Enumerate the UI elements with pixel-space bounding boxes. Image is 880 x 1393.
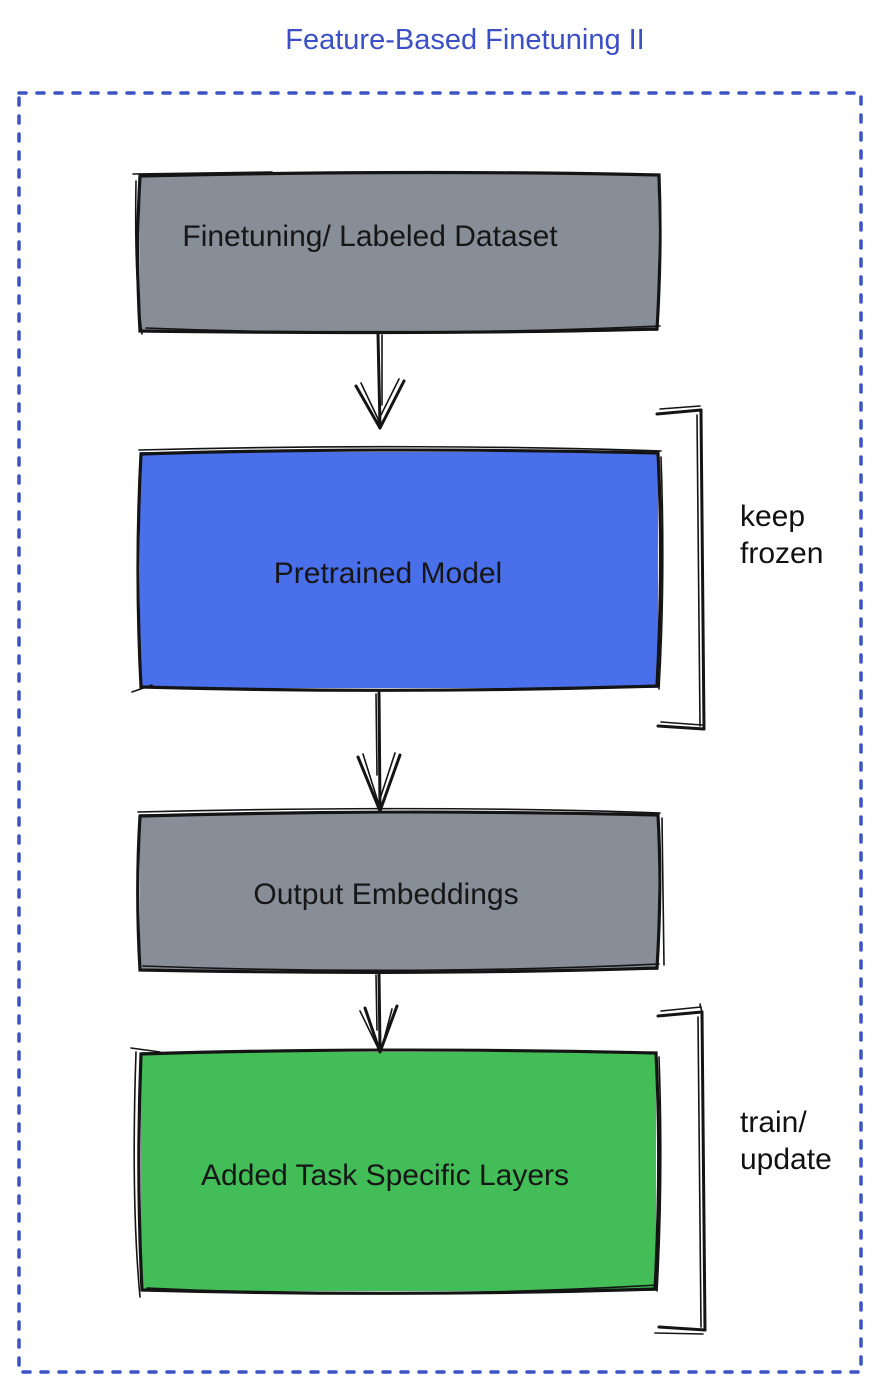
dotted-frame bbox=[17, 91, 863, 1374]
train-update-annotation: train/ update bbox=[740, 1104, 832, 1178]
flow-arrows bbox=[354, 332, 406, 1054]
finetuning-dataset-label: Finetuning/ Labeled Dataset bbox=[182, 220, 558, 253]
pretrained-model-box bbox=[140, 452, 658, 688]
task-specific-layers-label: Added Task Specific Layers bbox=[201, 1159, 569, 1192]
keep-frozen-line-2: frozen bbox=[740, 537, 824, 570]
finetuning-dataset-box bbox=[140, 174, 658, 331]
keep-frozen-bracket bbox=[655, 405, 706, 731]
train-update-line-1: train/ bbox=[740, 1106, 807, 1139]
output-embeddings-label: Output Embeddings bbox=[253, 878, 519, 911]
output-embeddings-box bbox=[140, 814, 658, 970]
task-specific-layers-box bbox=[141, 1052, 656, 1291]
train-update-line-2: update bbox=[740, 1143, 832, 1176]
sketch-outlines bbox=[130, 170, 665, 1298]
train-update-bracket bbox=[654, 1003, 707, 1335]
diagram-title: Feature-Based Finetuning II bbox=[285, 24, 645, 56]
pretrained-model-label: Pretrained Model bbox=[273, 557, 503, 590]
keep-frozen-line-1: keep bbox=[740, 500, 806, 533]
keep-frozen-annotation: keep frozen bbox=[740, 498, 823, 572]
